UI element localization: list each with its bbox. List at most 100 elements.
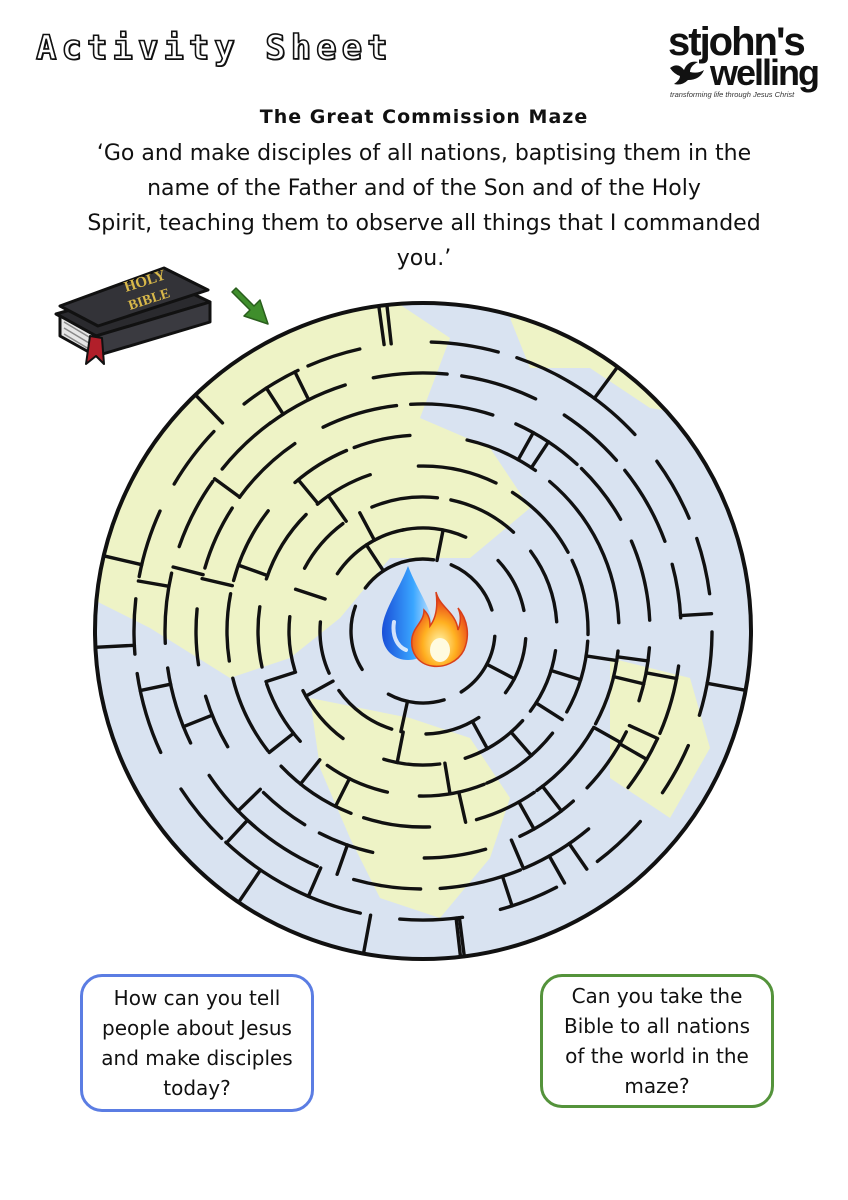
maze-ring-wall <box>293 448 349 485</box>
prompt-line: people about Jesus <box>102 1016 292 1040</box>
prompt-line: maze? <box>624 1074 690 1098</box>
maze-spoke-wall <box>306 866 323 898</box>
maze-spoke-wall <box>298 758 322 786</box>
prompt-line: of the world in the <box>565 1044 749 1068</box>
maze-ring-wall <box>363 557 436 590</box>
maze-ring-wall <box>265 682 302 743</box>
maze-ring-wall <box>565 639 590 714</box>
maze-ring-wall <box>225 592 233 663</box>
maze-ring-wall <box>317 831 375 855</box>
maze-ring-wall <box>290 887 362 915</box>
maze-ring-wall <box>349 604 364 672</box>
maze-spoke-wall <box>193 393 225 425</box>
maze-spoke-wall <box>705 681 748 692</box>
maze-spoke-wall <box>267 731 296 755</box>
maze-outer-wall <box>93 301 753 961</box>
maze-spoke-wall <box>627 723 660 741</box>
maze-ring-wall <box>242 368 300 406</box>
maze-ring-wall <box>629 539 652 622</box>
maze-ring-wall <box>287 615 297 672</box>
maze-ring-wall <box>207 773 257 829</box>
maze-spoke-wall <box>335 843 350 876</box>
verse-line: ‘Go and make disciples of all nations, b… <box>96 141 752 166</box>
maze-ring-wall <box>386 692 446 705</box>
water-and-fire-icon <box>382 566 469 668</box>
maze-spoke-wall <box>93 643 137 649</box>
maze-ring-wall <box>626 737 659 790</box>
maze-ring-wall <box>306 347 362 368</box>
maze-ring-wall <box>474 790 536 822</box>
maze-spoke-wall <box>264 670 298 684</box>
maze-spoke-wall <box>592 365 620 401</box>
maze-spoke-wall <box>293 370 311 402</box>
maze-spoke-wall <box>547 854 567 885</box>
maze-ring-wall <box>137 509 162 579</box>
maze-ring-wall <box>459 634 497 694</box>
maze-ring-wall <box>352 433 412 450</box>
maze-ring-wall <box>417 782 486 798</box>
holy-bible-icon: HOLY BIBLE <box>54 266 212 365</box>
maze-spoke-wall <box>399 699 410 734</box>
maze-spoke-wall <box>509 730 533 758</box>
maze-ring-wall <box>177 479 215 549</box>
maze-spoke-wall <box>644 671 679 681</box>
maze-ring-wall <box>163 571 174 645</box>
maze-ring-wall <box>352 877 423 891</box>
flame-icon <box>410 591 469 668</box>
maze-spoke-wall <box>454 916 463 959</box>
maze-ring-wall <box>382 757 442 767</box>
maze-spoke-wall <box>592 725 623 745</box>
maze-ring-wall <box>529 549 559 624</box>
maze-spoke-wall <box>236 787 263 813</box>
maze-ring-wall <box>449 563 494 612</box>
maze-ring-wall <box>325 763 390 794</box>
maze-spoke-wall <box>584 654 619 663</box>
maze-ring-wall <box>135 671 163 755</box>
maze-ring-wall <box>203 694 230 749</box>
maze-ring-wall <box>220 421 273 471</box>
maze-spoke-wall <box>181 713 214 729</box>
maze-ring-wall <box>637 646 652 703</box>
verse-line: Spirit, teaching them to observe all thi… <box>87 211 761 236</box>
maze-ring-wall <box>424 715 481 736</box>
maze-spoke-wall <box>517 800 536 831</box>
maze-spoke-wall <box>611 674 646 686</box>
maze-spoke-wall <box>395 730 405 765</box>
maze-ring-wall <box>528 649 558 713</box>
maze-spoke-wall <box>540 784 564 813</box>
maze-ring-wall <box>132 597 138 656</box>
maze-ring-wall <box>362 816 432 829</box>
maze-ring-wall <box>237 441 297 499</box>
maze-spoke-wall <box>296 478 320 506</box>
maze-spoke-wall <box>678 612 714 618</box>
maze-spoke-wall <box>385 303 393 346</box>
maze-spoke-wall <box>516 430 535 462</box>
maze-ring-wall <box>172 429 216 486</box>
maze-ring-wall <box>268 383 347 426</box>
maze-ring-wall <box>302 521 345 570</box>
maze-spoke-wall <box>236 563 270 578</box>
logo-line-2: welling <box>710 52 820 93</box>
maze-ring-wall <box>463 719 525 760</box>
maze-spoke-wall <box>457 790 468 824</box>
prompt-take-bible: Can you take the Bible to all nations of… <box>540 974 774 1108</box>
logo-line-1: stjohn's <box>668 20 806 64</box>
maze-ring-wall <box>301 689 345 741</box>
maze-ring-wall <box>166 666 193 745</box>
maze-spoke-wall <box>443 761 452 796</box>
maze-spoke-wall <box>136 579 171 588</box>
maze-ring-wall <box>510 490 570 554</box>
maze-ring-wall <box>498 885 559 912</box>
maze-spoke-wall <box>485 662 516 681</box>
maze-ring-wall <box>438 868 523 891</box>
sheet-title: Activity Sheet <box>35 27 393 69</box>
maze-ring-wall <box>256 605 264 669</box>
maze-ring-wall <box>422 847 488 860</box>
maze-ring-wall <box>658 664 681 735</box>
maze-ring-wall <box>449 498 516 534</box>
maze-ring-wall <box>203 506 234 570</box>
maze-ring-wall <box>315 473 372 506</box>
maze-ring-wall <box>231 509 270 583</box>
maze-ring-wall <box>595 819 642 864</box>
maze-ring-wall <box>231 676 270 753</box>
